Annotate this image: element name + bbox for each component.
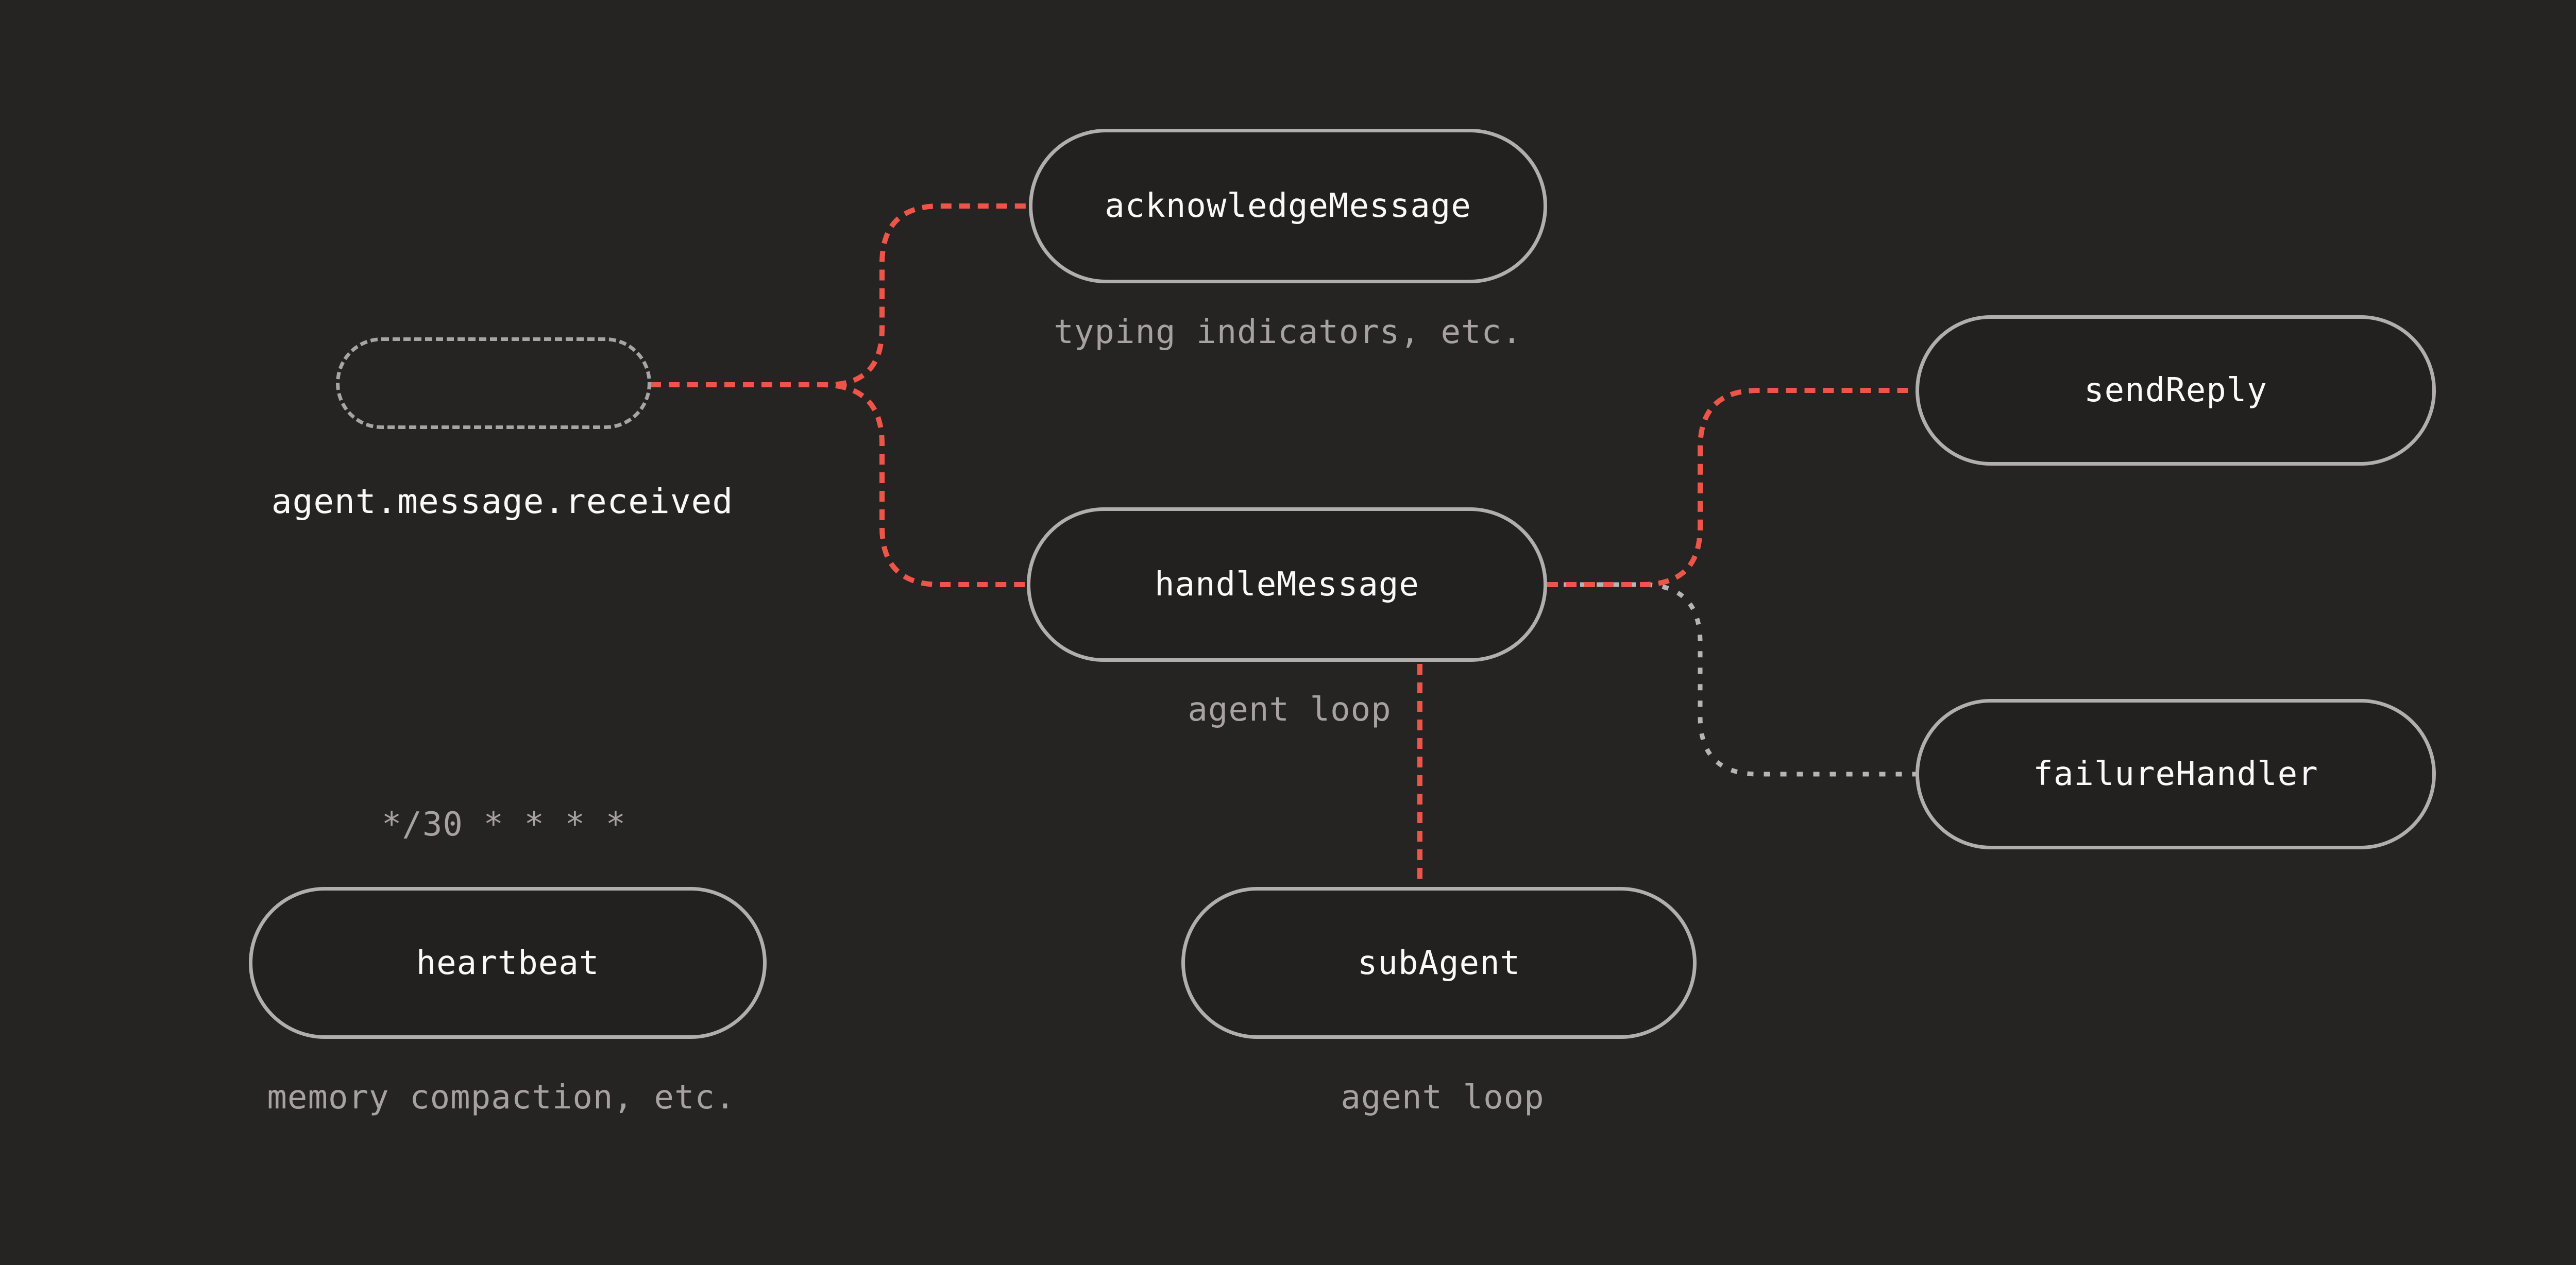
event-source-label: agent.message.received (271, 482, 734, 521)
node-failure-handler-label: failureHandler (2033, 755, 2318, 793)
caption-sub-agent: agent loop (1341, 1079, 1545, 1117)
edge-source-acknowledgeMessage (650, 203, 1029, 388)
node-sub-agent: subAgent (1181, 887, 1697, 1039)
node-failure-handler: failureHandler (1916, 699, 2436, 849)
node-sub-agent-label: subAgent (1357, 944, 1521, 982)
edge-handleMessage-failureHandler (1547, 582, 1916, 777)
node-handle-message: handleMessage (1027, 507, 1547, 662)
node-acknowledge-message-label: acknowledgeMessage (1105, 187, 1471, 225)
edge-source-handleMessage (650, 382, 1027, 587)
node-send-reply: sendReply (1916, 315, 2436, 466)
node-acknowledge-message: acknowledgeMessage (1029, 129, 1547, 283)
node-heartbeat-label: heartbeat (416, 944, 600, 982)
caption-heartbeat: memory compaction, etc. (267, 1079, 736, 1117)
caption-acknowledge-message: typing indicators, etc. (1054, 313, 1522, 351)
node-handle-message-label: handleMessage (1155, 566, 1419, 604)
node-heartbeat: heartbeat (249, 887, 767, 1039)
node-send-reply-label: sendReply (2084, 371, 2267, 409)
heartbeat-schedule: */30 * * * * (381, 806, 626, 844)
caption-handle-message: agent loop (1188, 691, 1392, 729)
edge-handleMessage-sendReply (1547, 388, 1916, 587)
node-event-source (336, 337, 651, 429)
